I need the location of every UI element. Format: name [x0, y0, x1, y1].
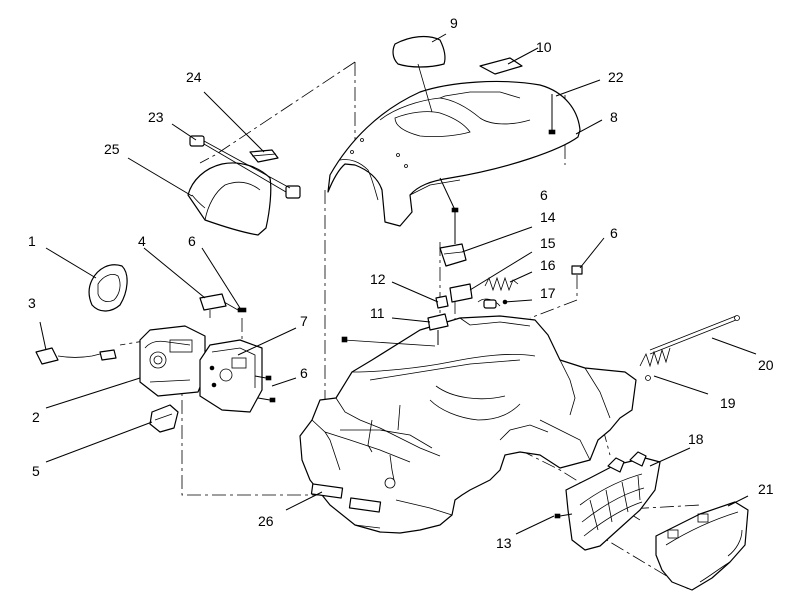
- callout-6-top: 6: [188, 233, 196, 249]
- callout-7: 7: [300, 313, 308, 329]
- callout-14: 14: [540, 209, 556, 225]
- callout-8: 8: [610, 109, 618, 125]
- part-grille-18: [565, 451, 661, 551]
- part-clip-24: [249, 149, 279, 163]
- part-rod-11: [341, 313, 449, 347]
- part-seat-pad: [392, 35, 446, 113]
- callout-10: 10: [536, 39, 552, 55]
- part-spring-16: [484, 276, 519, 292]
- callout-9: 9: [450, 15, 458, 31]
- part-screw-22: [548, 94, 556, 135]
- callout-11: 11: [370, 305, 385, 321]
- part-cable-17: [477, 298, 508, 309]
- part-control-panel: [199, 339, 263, 413]
- part-bezel-ring: [88, 264, 128, 312]
- callout-6-panel: 6: [300, 365, 308, 381]
- callout-6-center: 6: [540, 187, 548, 203]
- part-switch-4: [199, 293, 247, 318]
- callout-17: 17: [540, 285, 556, 301]
- part-screw-6-right: [571, 265, 583, 275]
- callout-16: 16: [540, 257, 556, 273]
- callout-24: 24: [186, 69, 202, 85]
- callout-19: 19: [720, 395, 736, 411]
- callout-1: 1: [28, 233, 36, 249]
- part-hood-top-cover: [327, 80, 581, 227]
- callout-12: 12: [370, 271, 386, 287]
- callout-20: 20: [758, 357, 774, 373]
- callout-5: 5: [32, 463, 40, 479]
- part-bracket-5: [149, 404, 179, 433]
- callout-21: 21: [758, 481, 774, 497]
- callout-2: 2: [32, 409, 40, 425]
- part-clip-12: [435, 295, 449, 309]
- part-bumper-21: [655, 501, 749, 591]
- callout-22: 22: [608, 69, 624, 85]
- callout-4: 4: [138, 233, 146, 249]
- part-lever-15: [449, 283, 473, 303]
- leader-lines: [39, 33, 757, 535]
- callout-18: 18: [688, 431, 704, 447]
- part-spring-19: [639, 347, 671, 381]
- callout-13: 13: [496, 535, 512, 551]
- part-latch-14: [439, 207, 467, 267]
- callout-23: 23: [148, 109, 164, 125]
- part-ignition-housing: [139, 325, 206, 397]
- part-screws-6-panel: [254, 375, 276, 403]
- callout-26: 26: [258, 513, 274, 529]
- callout-6-right: 6: [610, 225, 618, 241]
- callout-15: 15: [540, 235, 556, 251]
- part-screw-13: [554, 513, 573, 519]
- part-electrical-cover: [187, 162, 272, 236]
- callout-25: 25: [104, 141, 120, 157]
- part-rod-20: [649, 315, 740, 355]
- callout-3: 3: [28, 295, 36, 311]
- part-connector-3: [35, 347, 117, 365]
